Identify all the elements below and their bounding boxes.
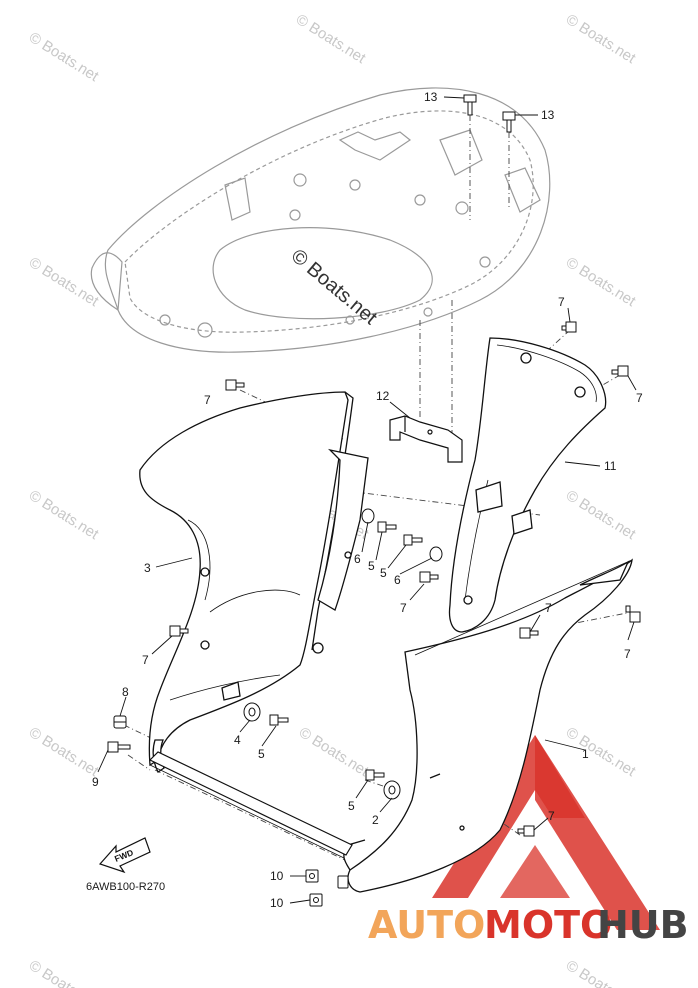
callout-leaders [97, 96, 637, 904]
nut-10-b [309, 893, 323, 907]
brand-text-hub: HUB [597, 903, 689, 947]
watermark: © Boats.net [296, 724, 372, 781]
brand-logo: AUTO MOTO HUB [368, 735, 689, 947]
watermark: © Boats.net [26, 254, 102, 311]
watermark: © Boats.net [26, 724, 102, 781]
callout-7: 7 [624, 647, 631, 661]
bolt-7-h [517, 825, 535, 837]
callout-numbers: 13 13 7 7 7 12 11 3 6 5 5 6 7 7 7 7 8 4 … [92, 90, 643, 910]
watermark: © Boats.net [293, 11, 369, 68]
bolt-7-a [225, 379, 245, 391]
bolt-7-f [625, 605, 641, 623]
callout-13: 13 [541, 108, 555, 122]
bolt-7-b [561, 321, 577, 333]
callout-6: 6 [354, 552, 361, 566]
fwd-arrow: FWD [98, 837, 151, 874]
callout-5: 5 [258, 747, 265, 761]
collar-6-a [361, 508, 375, 524]
callout-8: 8 [122, 685, 129, 699]
callout-12: 12 [376, 389, 390, 403]
bolt-13a [463, 94, 477, 116]
callout-13: 13 [424, 90, 438, 104]
callout-7: 7 [142, 653, 149, 667]
bolt-7-e [519, 627, 539, 639]
callout-6: 6 [394, 573, 401, 587]
callout-3: 3 [144, 561, 151, 575]
right-side-panel-11 [448, 337, 607, 633]
watermark: © Boats.net [26, 957, 102, 988]
brand-text-moto: MOTO [484, 903, 612, 947]
clip-10 [337, 875, 349, 889]
callout-10: 10 [270, 869, 284, 883]
callout-7: 7 [545, 601, 552, 615]
nut-10-a [305, 869, 319, 883]
watermark: © Boats.net [26, 29, 102, 86]
callout-9: 9 [92, 775, 99, 789]
callout-1: 1 [582, 747, 589, 761]
watermark: © Boats.net [563, 487, 639, 544]
callout-7: 7 [400, 601, 407, 615]
small-parts [107, 321, 641, 907]
callout-11: 11 [604, 459, 617, 473]
screw-5-a [269, 714, 289, 726]
watermark: © Boats.net [563, 11, 639, 68]
watermark: © Boats.net [563, 254, 639, 311]
logo-triangle-inner [500, 845, 570, 898]
bottom-cowling-tray [90, 87, 551, 353]
callout-7: 7 [204, 393, 211, 407]
screw-5-b [377, 521, 397, 533]
watermark: © Boats.net [563, 724, 639, 781]
diagram-code: 6AWB100-R270 [86, 881, 165, 893]
cross-bar [148, 751, 353, 859]
brand-text-auto: AUTO [368, 903, 485, 947]
callout-5: 5 [348, 799, 355, 813]
callout-4: 4 [234, 733, 241, 747]
callout-2: 2 [372, 813, 379, 827]
bolt-7-c [611, 365, 629, 377]
collar-6-b [429, 546, 443, 562]
bolt-13b [502, 111, 516, 133]
callout-7: 7 [636, 391, 643, 405]
grommet-8 [113, 715, 127, 729]
callout-5: 5 [368, 559, 375, 573]
callout-10: 10 [270, 896, 284, 910]
logo-triangle-right [535, 735, 660, 930]
watermark: © Boats.net [563, 957, 639, 988]
callout-7: 7 [548, 809, 555, 823]
bolt-7-d [419, 571, 439, 583]
grommet-4 [243, 702, 261, 722]
left-side-panel-3 [139, 391, 369, 773]
watermark-center: © Boats.net [287, 245, 382, 329]
watermark: © Boats.net [26, 487, 102, 544]
screw-5-d [365, 769, 385, 781]
screw-5-c [403, 534, 423, 546]
callout-5: 5 [380, 566, 387, 580]
callout-7: 7 [558, 295, 565, 309]
grommet-2 [383, 780, 401, 800]
bolt-9 [107, 741, 131, 753]
lower-apron-1 [343, 558, 633, 893]
bolt-7-g [169, 625, 189, 637]
bracket-12 [389, 415, 463, 463]
